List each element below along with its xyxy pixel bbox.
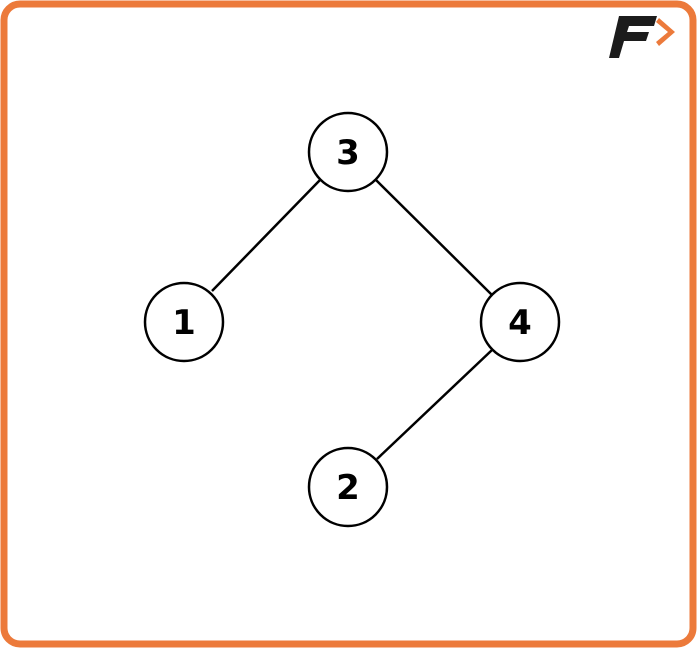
tree-node-2: 2: [307, 446, 389, 528]
edge-4-2: [376, 349, 493, 460]
node-circle: [479, 281, 561, 363]
node-label: 4: [508, 303, 532, 343]
brand-logo-icon: [609, 16, 675, 58]
tree-edges: [211, 179, 494, 460]
node-label: 2: [336, 468, 360, 508]
edge-3-1: [211, 179, 321, 292]
tree-node-1: 1: [143, 281, 225, 363]
edge-3-4: [375, 179, 494, 297]
tree-node-4: 4: [479, 281, 561, 363]
node-circle: [307, 111, 389, 193]
node-circle: [307, 446, 389, 528]
tree-node-3: 3: [307, 111, 389, 193]
node-circle: [143, 281, 225, 363]
node-label: 3: [336, 133, 360, 173]
node-label: 1: [172, 303, 196, 343]
